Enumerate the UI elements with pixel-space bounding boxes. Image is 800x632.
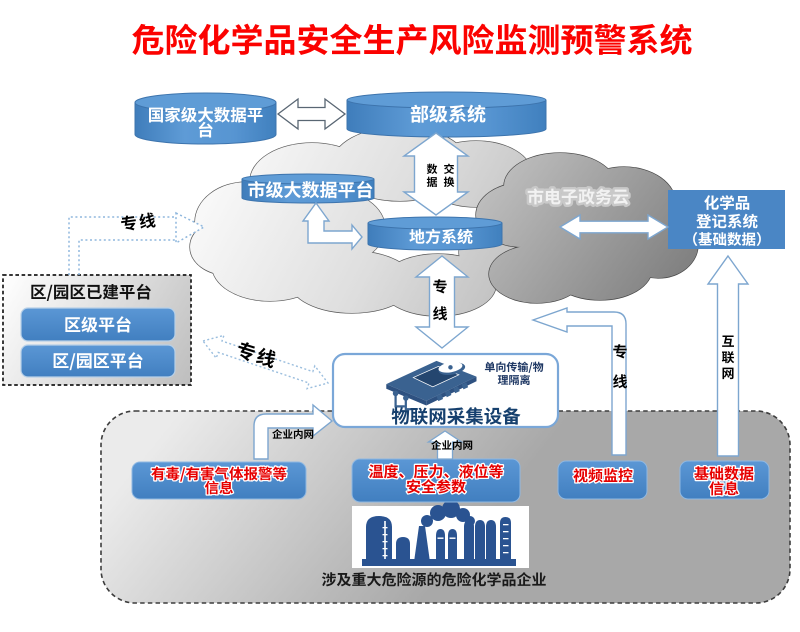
svg-text:信息: 信息 bbox=[205, 477, 234, 498]
svg-text:单向传输/物: 单向传输/物 bbox=[484, 359, 543, 375]
svg-text:据: 据 bbox=[427, 174, 438, 190]
svg-text:专线: 专线 bbox=[119, 207, 159, 236]
svg-text:国家级大数据平: 国家级大数据平 bbox=[148, 102, 264, 126]
svg-text:登记系统: 登记系统 bbox=[696, 210, 759, 232]
svg-text:理隔离: 理隔离 bbox=[498, 372, 531, 388]
svg-text:换: 换 bbox=[444, 174, 455, 190]
svg-text:市级大数据平台: 市级大数据平台 bbox=[248, 177, 374, 203]
svg-text:有毒/有害气体报警等: 有毒/有害气体报警等 bbox=[151, 463, 287, 484]
svg-text:企业内网: 企业内网 bbox=[272, 427, 314, 442]
svg-text:视频监控: 视频监控 bbox=[573, 465, 633, 486]
svg-text:联: 联 bbox=[721, 347, 734, 366]
svg-text:区/园区平台: 区/园区平台 bbox=[52, 347, 144, 372]
svg-text:温度、压力、液位等: 温度、压力、液位等 bbox=[368, 461, 503, 482]
svg-text:企业内网: 企业内网 bbox=[431, 438, 473, 453]
svg-text:危险化学品安全生产风险监测预警系统: 危险化学品安全生产风险监测预警系统 bbox=[132, 14, 693, 62]
svg-text:互: 互 bbox=[721, 331, 734, 350]
svg-text:区/园区已建平台: 区/园区已建平台 bbox=[30, 279, 152, 303]
svg-text:线: 线 bbox=[432, 303, 447, 324]
svg-text:地方系统: 地方系统 bbox=[409, 224, 473, 248]
svg-text:数: 数 bbox=[427, 161, 438, 177]
svg-text:（基础数据）: （基础数据） bbox=[684, 229, 771, 250]
svg-text:信息: 信息 bbox=[709, 478, 739, 499]
svg-text:网: 网 bbox=[721, 363, 734, 382]
svg-text:涉及重大危险源的危险化学品企业: 涉及重大危险源的危险化学品企业 bbox=[321, 569, 546, 590]
svg-text:专: 专 bbox=[612, 341, 627, 362]
svg-text:物联网采集设备: 物联网采集设备 bbox=[391, 403, 521, 429]
svg-text:化学品: 化学品 bbox=[704, 192, 751, 214]
svg-text:基础数据: 基础数据 bbox=[694, 463, 754, 484]
svg-text:区级平台: 区级平台 bbox=[64, 311, 132, 336]
svg-text:安全参数: 安全参数 bbox=[406, 476, 466, 497]
svg-text:部级系统: 部级系统 bbox=[410, 100, 486, 127]
svg-text:专: 专 bbox=[432, 276, 447, 297]
svg-text:市电子政务云: 市电子政务云 bbox=[527, 183, 629, 208]
svg-text:线: 线 bbox=[612, 371, 627, 392]
svg-text:交: 交 bbox=[444, 161, 455, 177]
svg-text:台: 台 bbox=[197, 117, 214, 141]
